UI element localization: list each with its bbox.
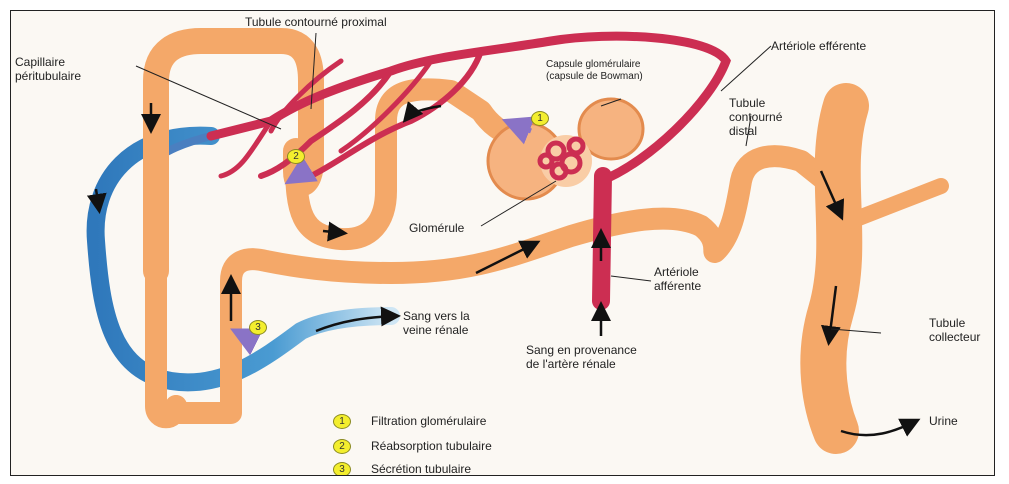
legend-item-label: Réabsorption tubulaire xyxy=(371,439,492,453)
badge-secretion: 3 xyxy=(249,320,267,335)
label-capillaire-peritubulaire: Capillaire péritubulaire xyxy=(15,55,81,83)
badge-filtration: 1 xyxy=(531,111,549,126)
label-capsule-glomerulaire: Capsule glomérulaire (capsule de Bowman) xyxy=(546,59,643,83)
badge-reabsorption: 2 xyxy=(287,149,305,164)
legend-item-label: Sécrétion tubulaire xyxy=(371,462,471,476)
label-arteriole-afferente: Artériole afférente xyxy=(654,265,701,293)
label-sang-veine: Sang vers la veine rénale xyxy=(403,309,470,337)
label-sang-artere: Sang en provenance de l'artère rénale xyxy=(526,343,637,371)
legend-badge: 2 xyxy=(333,439,351,454)
label-tubule-collecteur: Tubule collecteur xyxy=(929,316,980,344)
label-tubule-distal: Tubule contourné distal xyxy=(729,96,782,138)
label-tubule-proximal: Tubule contourné proximal xyxy=(245,15,387,29)
legend-badge: 1 xyxy=(333,414,351,429)
legend-badge: 3 xyxy=(333,462,351,476)
nephron-diagram: Tubule contourné proximal Capillaire pér… xyxy=(10,10,995,476)
label-urine: Urine xyxy=(929,414,958,428)
legend-item-label: Filtration glomérulaire xyxy=(371,414,486,428)
label-arteriole-efferente: Artériole efférente xyxy=(771,39,866,53)
nephron-illustration xyxy=(11,11,995,476)
label-glomerule: Glomérule xyxy=(409,221,464,235)
nephron-tubule xyxy=(156,41,941,431)
